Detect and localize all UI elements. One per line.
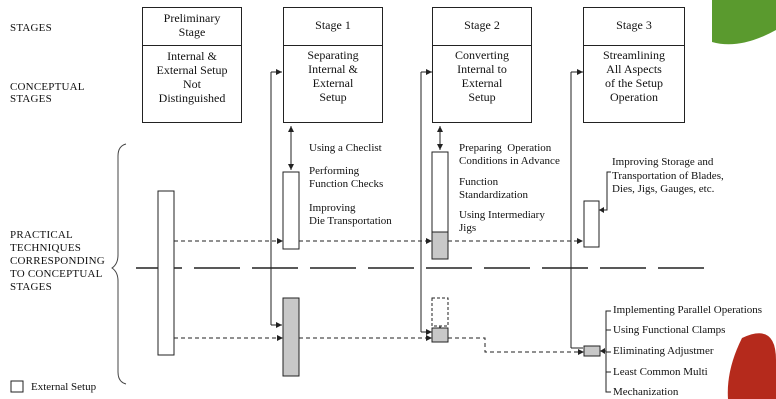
stage-title-preliminary: Preliminary Stage <box>143 8 241 46</box>
stage2-dashed-box <box>431 297 449 327</box>
technique-stage3-clamps: Using Functional Clamps <box>613 324 726 336</box>
stage-box-2: Stage 2 Converting Internal to External … <box>432 7 532 123</box>
concept-stage2: Converting Internal to External Setup <box>455 48 509 104</box>
technique-stage3-lcm: Least Common Multi <box>613 366 708 378</box>
stage2-external-box <box>431 151 449 233</box>
stage1-external-box <box>282 171 300 250</box>
row-label-practical: PRACTICAL TECHNIQUES CORRESPONDING TO CO… <box>10 229 105 293</box>
row-label-conceptual: CONCEPTUAL STAGES <box>10 81 85 105</box>
legend-swatch <box>10 380 24 393</box>
technique-stage3-storage: Improving Storage and Transportation of … <box>612 156 724 195</box>
green-leaf-decoration <box>712 0 776 45</box>
preliminary-setup-box <box>157 190 175 356</box>
row-label-stages: STAGES <box>10 22 52 34</box>
stage-title-3: Stage 3 <box>584 8 684 46</box>
stage-box-preliminary: Preliminary Stage Internal & External Se… <box>142 7 242 123</box>
concept-stage1: Separating Internal & External Setup <box>307 48 359 104</box>
stage-title-2: Stage 2 <box>433 8 531 46</box>
stage-title-1: Stage 1 <box>284 8 382 46</box>
stage-box-3: Stage 3 Streamlining All Aspects of the … <box>583 7 685 123</box>
legend-external-label: External Setup <box>31 381 97 393</box>
stage1-internal-box <box>282 297 300 377</box>
technique-stage3-mechanization: Mechanization <box>613 386 679 398</box>
stage2-internal-box <box>431 327 449 343</box>
technique-stage3-adjustments: Eliminating Adjustmer <box>613 345 714 357</box>
red-corner-decoration <box>727 333 776 399</box>
technique-stage1-die-transport: Improving Die Transportation <box>309 202 392 227</box>
technique-stage3-parallel: Implementing Parallel Operations <box>613 304 763 316</box>
concept-preliminary: Internal & External Setup Not Distinguis… <box>156 49 228 105</box>
technique-stage2-preparing: Preparing Operation Conditions in Advanc… <box>459 142 560 167</box>
technique-stage1-function-checks: Performing Function Checks <box>309 165 384 190</box>
concept-stage3: Streamlining All Aspects of the Setup Op… <box>603 48 665 104</box>
stage-box-1: Stage 1 Separating Internal & External S… <box>283 7 383 123</box>
technique-stage1-checklist: Using a Checlist <box>309 142 382 154</box>
technique-stage2-jigs: Using Intermediary Jigs <box>459 209 545 234</box>
stage2-converted-box <box>431 231 449 260</box>
stage3-internal-box <box>583 345 601 357</box>
stage3-external-box <box>583 200 600 248</box>
technique-stage2-standardization: Function Standardization <box>459 176 529 201</box>
